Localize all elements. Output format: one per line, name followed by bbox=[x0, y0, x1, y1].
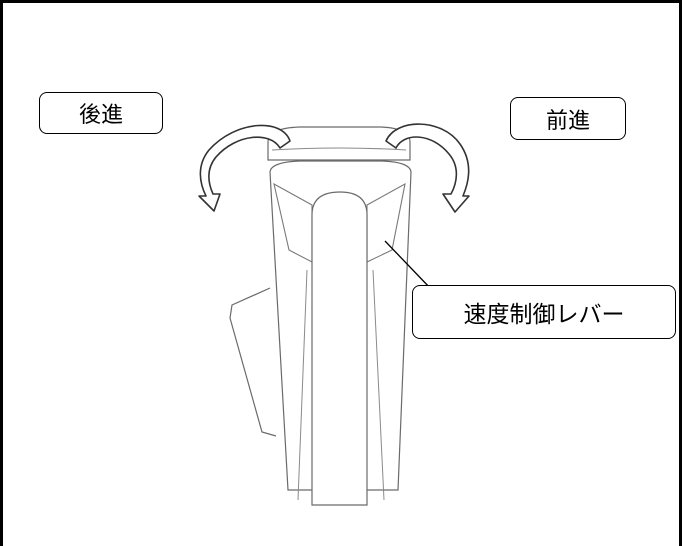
forward-label-text: 前進 bbox=[545, 108, 590, 134]
grip-edge-left bbox=[297, 269, 308, 501]
lever-center-grip bbox=[311, 191, 368, 506]
reverse-label: 後進 bbox=[39, 92, 163, 134]
speed-lever-label-text: 速度制御レバー bbox=[463, 302, 625, 328]
speed-lever-leader-line bbox=[384, 240, 433, 291]
reverse-label-text: 後進 bbox=[78, 103, 123, 128]
forward-rotation-arrow bbox=[385, 123, 470, 213]
side-bracket bbox=[229, 287, 277, 437]
lever-cap-seam bbox=[271, 147, 407, 151]
reverse-rotation-arrow bbox=[198, 124, 291, 212]
forward-label: 前進 bbox=[510, 97, 626, 140]
grip-edge-right bbox=[372, 269, 385, 501]
speed-lever-label: 速度制御レバー bbox=[412, 285, 676, 339]
